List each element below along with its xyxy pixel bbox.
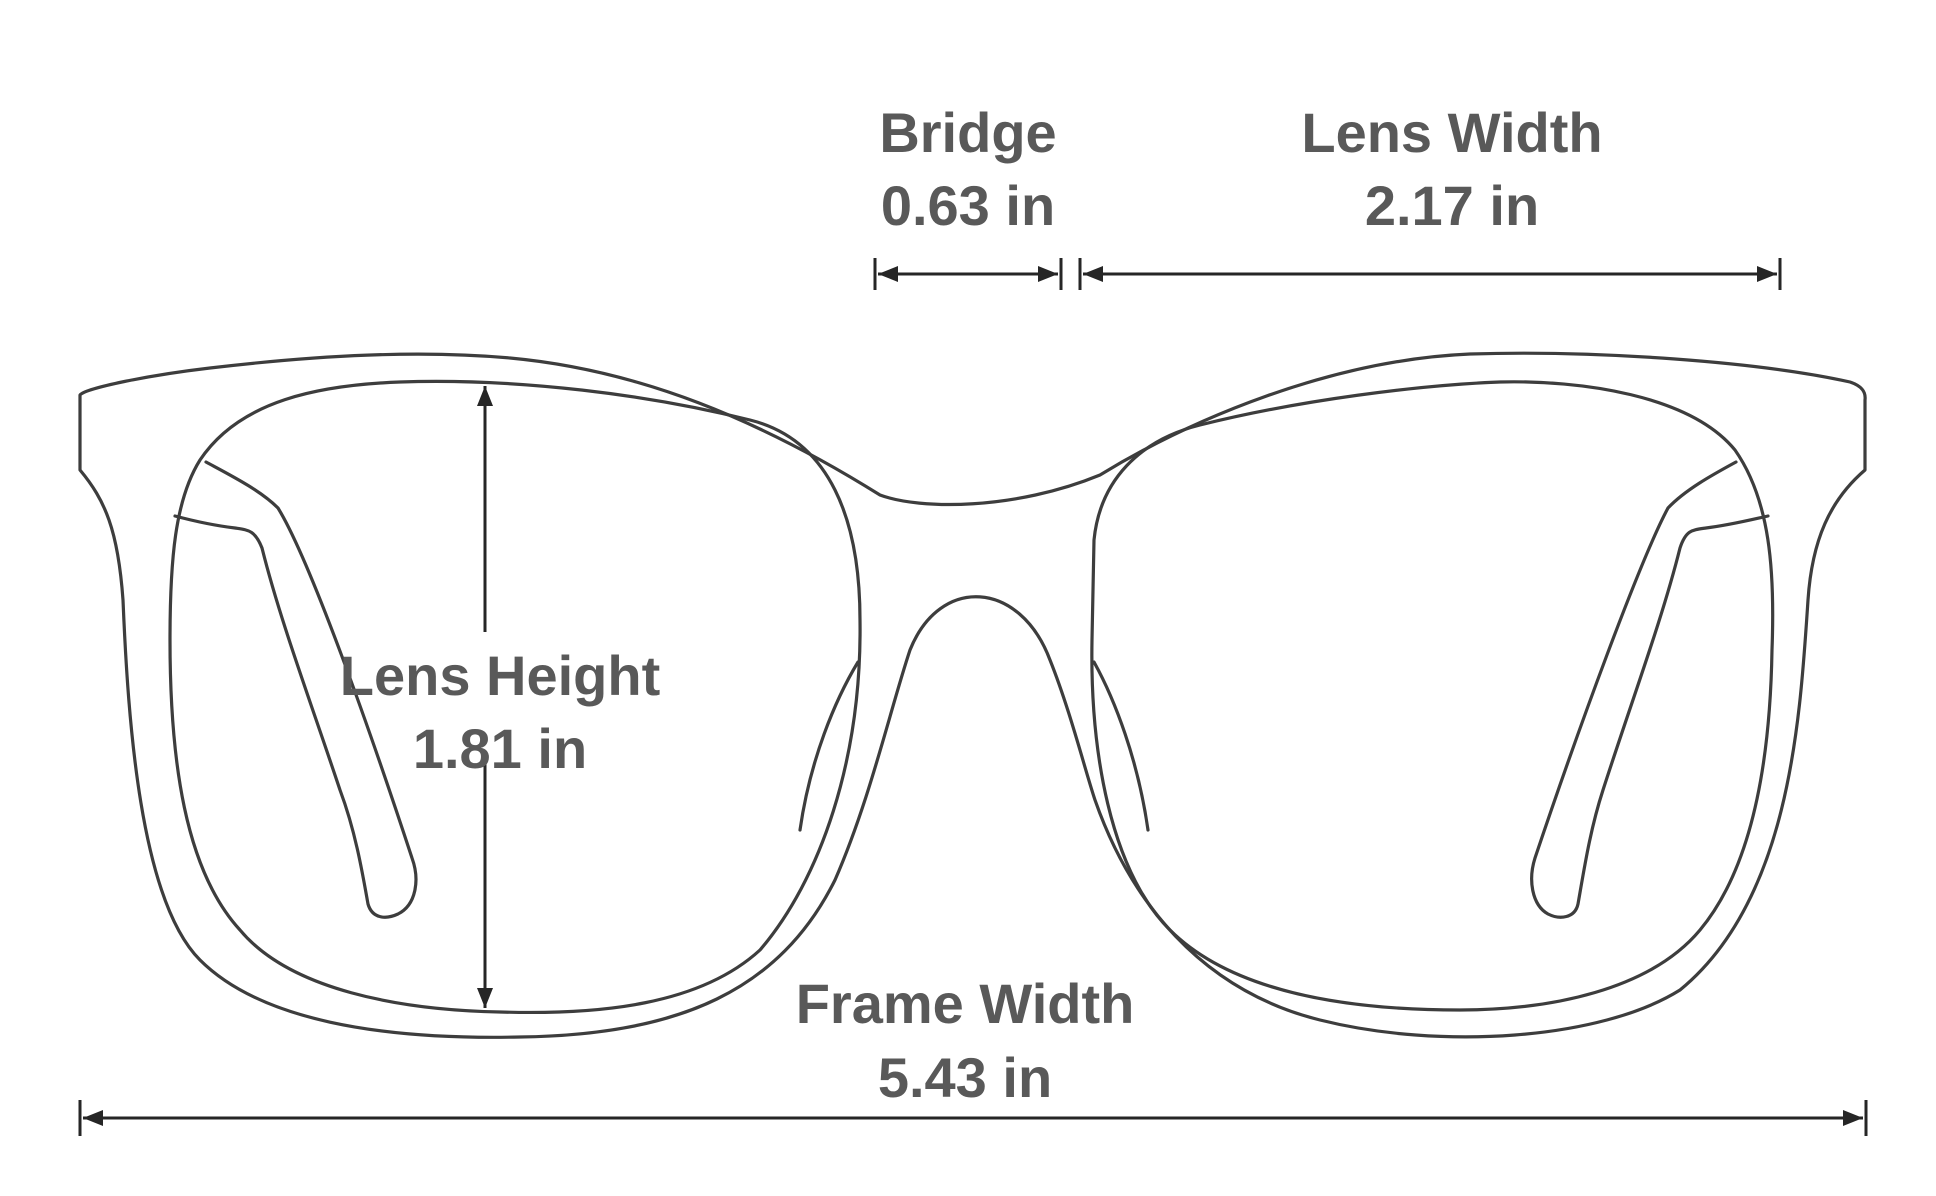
frame-width-dimension: Frame Width 5.43 in: [78, 972, 1868, 1136]
lens-width-arrow-left: [1083, 266, 1103, 282]
lens-width-value: 2.17 in: [1365, 174, 1539, 237]
left-temple-arm: [173, 460, 418, 919]
left-lens-rim: [168, 379, 862, 1015]
bridge-dimension: Bridge 0.63 in: [873, 101, 1063, 290]
lens-height-dimension: Lens Height 1.81 in: [340, 386, 660, 1008]
lens-width-dimension: Lens Width 2.17 in: [1078, 101, 1782, 290]
bridge-value: 0.63 in: [881, 174, 1055, 237]
lens-height-value: 1.81 in: [413, 717, 587, 780]
lens-width-arrow-right: [1757, 266, 1777, 282]
lens-height-arrow-bottom: [477, 988, 493, 1008]
right-nose-pad: [1092, 660, 1150, 832]
lens-width-label: Lens Width: [1301, 101, 1602, 164]
frame-width-label: Frame Width: [796, 972, 1135, 1035]
eyeglasses-frame-icon: [78, 351, 1867, 1039]
bridge-label: Bridge: [879, 101, 1056, 164]
lens-height-label: Lens Height: [340, 644, 660, 707]
frame-outer-outline: [78, 351, 1867, 1039]
frame-width-arrow-right: [1843, 1110, 1863, 1126]
right-temple-arm: [1530, 460, 1770, 919]
frame-width-arrow-left: [83, 1110, 103, 1126]
frame-width-value: 5.43 in: [878, 1046, 1052, 1109]
bridge-arrow-left: [878, 266, 898, 282]
right-lens-rim: [1090, 380, 1775, 1012]
lens-height-arrow-top: [477, 386, 493, 406]
left-nose-pad: [798, 660, 860, 832]
bridge-arrow-right: [1038, 266, 1058, 282]
